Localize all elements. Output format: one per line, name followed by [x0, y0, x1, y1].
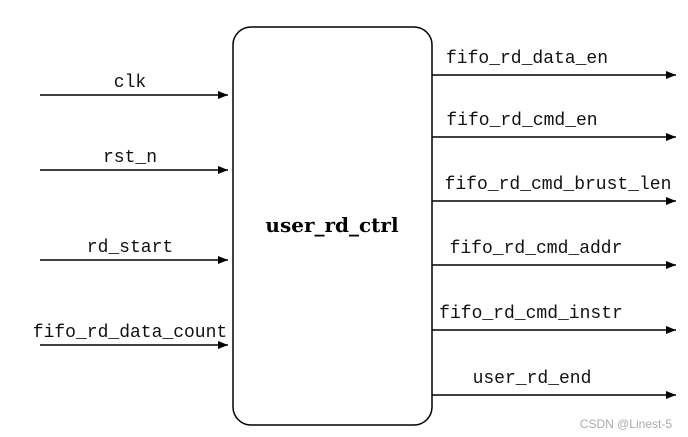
- module-name: user_rd_ctrl: [265, 213, 399, 237]
- output-label-fifo_rd_cmd_addr: fifo_rd_cmd_addr: [450, 239, 623, 259]
- input-label-rst_n: rst_n: [103, 148, 157, 168]
- output-label-fifo_rd_cmd_en: fifo_rd_cmd_en: [446, 111, 597, 131]
- input-label-fifo_rd_data_count: fifo_rd_data_count: [33, 323, 227, 343]
- watermark: CSDN @Linest-5: [580, 417, 673, 431]
- module-box: [232, 26, 433, 426]
- output-label-fifo_rd_cmd_instr: fifo_rd_cmd_instr: [439, 304, 623, 324]
- output-label-user_rd_end: user_rd_end: [473, 369, 592, 389]
- input-label-clk: clk: [114, 73, 146, 93]
- output-label-fifo_rd_data_en: fifo_rd_data_en: [446, 49, 608, 69]
- output-label-fifo_rd_cmd_brust_len: fifo_rd_cmd_brust_len: [445, 175, 672, 195]
- input-label-rd_start: rd_start: [87, 238, 173, 258]
